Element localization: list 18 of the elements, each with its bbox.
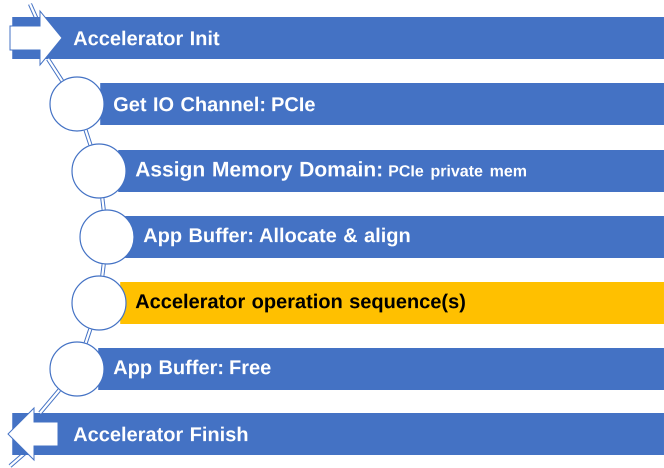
spine-connector bbox=[84, 328, 92, 344]
spine-connector bbox=[84, 130, 92, 146]
step-bar: App Buffer: Allocate & align bbox=[125, 216, 664, 258]
step-circle bbox=[49, 76, 105, 132]
step-bar: Accelerator operation sequence(s) bbox=[120, 282, 664, 324]
step-bar: App Buffer: Free bbox=[98, 348, 664, 390]
step-circle bbox=[71, 275, 127, 331]
step-bar: Accelerator Init bbox=[12, 17, 664, 59]
step-bar: Assign Memory Domain: PCIe private mem bbox=[118, 150, 664, 192]
step-bar: Get IO Channel: PCIe bbox=[100, 83, 664, 125]
spine-connector bbox=[100, 264, 106, 276]
step-circle bbox=[79, 209, 135, 265]
spine-connector bbox=[46, 58, 64, 82]
spine-connector bbox=[100, 198, 106, 210]
spine-connector bbox=[38, 388, 61, 414]
step-circle bbox=[49, 341, 105, 397]
step-circle bbox=[71, 143, 127, 199]
step-bar: Accelerator Finish bbox=[12, 413, 664, 455]
